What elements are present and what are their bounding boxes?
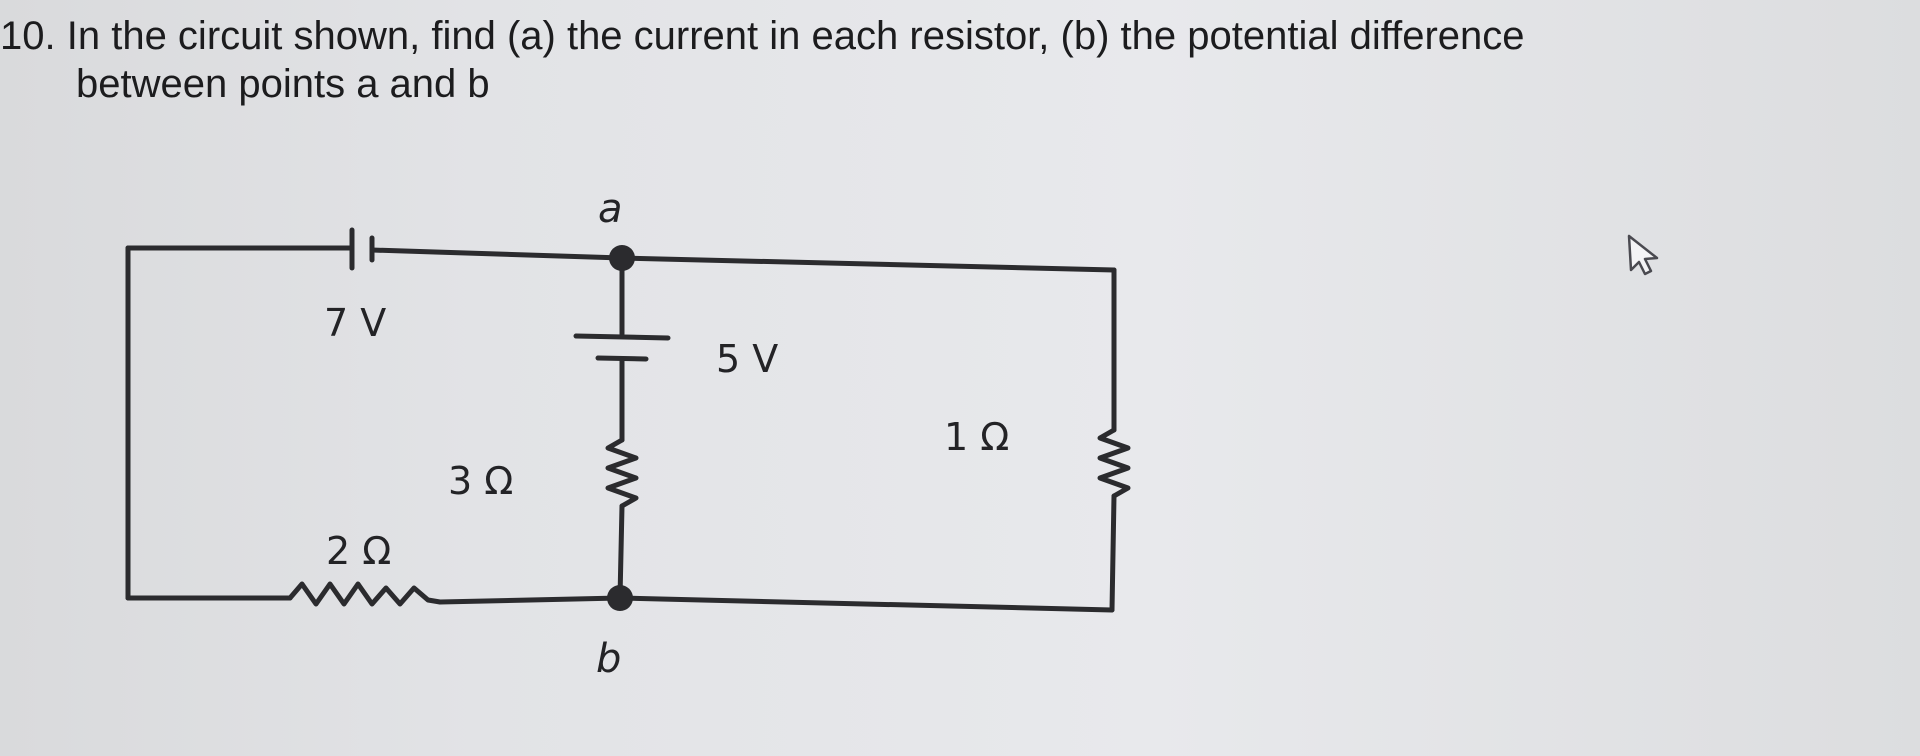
wire-bottom-left-to-b: [437, 595, 623, 605]
question-text: 10. In the circuit shown, find (a) the c…: [0, 12, 1900, 108]
resistor-3-ohm-label: 3 Ω: [448, 459, 513, 503]
question-line-2: between points a and b: [76, 62, 490, 106]
wire-middle-bottom: [617, 503, 625, 601]
resistor-1-ohm: [1097, 427, 1131, 499]
resistor-3-ohm: [605, 437, 639, 509]
node-a-label: a: [598, 186, 623, 232]
node-b-label: b: [596, 636, 621, 682]
question-line-1: 10. In the circuit shown, find (a) the c…: [0, 12, 1900, 60]
mouse-pointer-icon: [1627, 234, 1659, 276]
wire-right-lower: [1109, 493, 1117, 613]
battery-5v-label: 5 V: [716, 337, 778, 381]
resistor-2-ohm-label: 2 Ω: [326, 529, 391, 573]
node-a-dot: [609, 245, 635, 271]
resistor-2-ohm: [287, 581, 443, 607]
wire-top-to-a: [369, 247, 625, 261]
question-line-1-text: In the circuit shown, find (a) the curre…: [66, 14, 1525, 58]
question-number: 10.: [0, 14, 56, 58]
wire-top-right: [619, 255, 1117, 273]
battery-5v-long-plate: [573, 333, 671, 341]
battery-7v-label: 7 V: [324, 301, 386, 345]
node-b-dot: [607, 585, 633, 611]
battery-7v: [349, 227, 375, 271]
battery-5v: [573, 333, 671, 362]
wire-bottom-right: [617, 595, 1115, 613]
resistor-1-ohm-label: 1 Ω: [944, 415, 1009, 459]
